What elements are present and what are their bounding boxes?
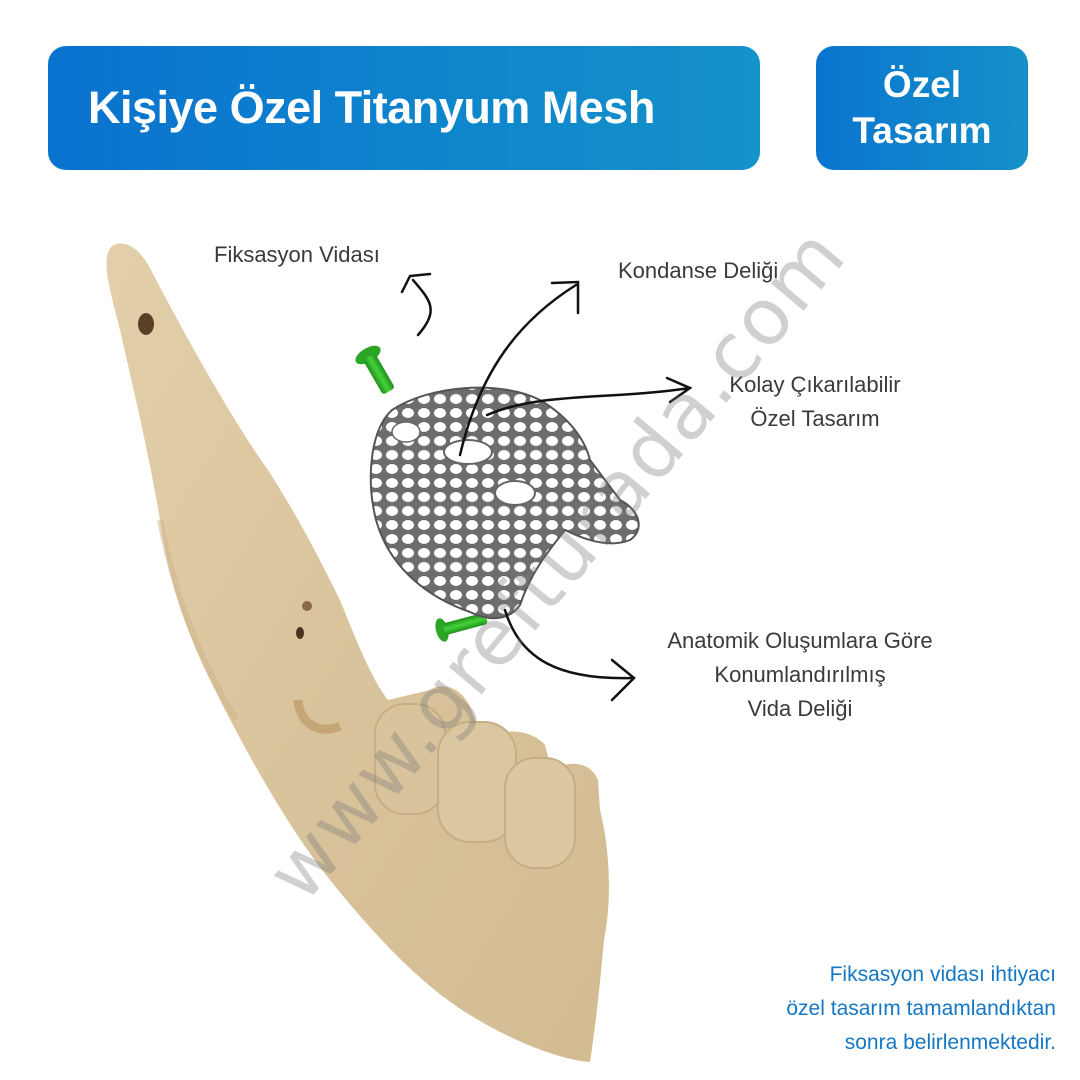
- jaw-bone-model: [106, 243, 609, 1063]
- page-title: Kişiye Özel Titanyum Mesh: [88, 82, 655, 133]
- callout-arrows: [400, 272, 693, 702]
- note-line-1: Fiksasyon vidası ihtiyacı: [829, 963, 1056, 986]
- badge-line-2: Tasarım: [852, 110, 992, 151]
- fixation-note: Fiksasyon vidası ihtiyacı özel tasarım t…: [786, 958, 1056, 1060]
- custom-design-badge: Özel Tasarım: [816, 46, 1028, 170]
- title-banner: Kişiye Özel Titanyum Mesh: [48, 46, 760, 170]
- label-easy-removable-line-1: Kolay Çıkarılabilir: [729, 372, 901, 397]
- label-easy-removable: Kolay Çıkarılabilir Özel Tasarım: [700, 368, 930, 436]
- note-line-2: özel tasarım tamamlandıktan: [786, 997, 1056, 1020]
- fixation-screw-bottom-icon: [435, 612, 488, 642]
- arrow-removable-icon: [485, 386, 692, 417]
- label-anatomic-screw-hole: Anatomik Oluşumlara Göre Konumlandırılmı…: [630, 624, 970, 726]
- badge-line-1: Özel: [882, 64, 962, 105]
- label-anatomic-line-1: Anatomik Oluşumlara Göre: [667, 628, 933, 653]
- bone-hole-icon: [138, 313, 154, 335]
- label-anatomic-line-3: Vida Deliği: [747, 696, 853, 721]
- note-line-3: sonra belirlenmektedir.: [844, 1031, 1056, 1054]
- arrow-anatomic-icon: [503, 608, 634, 680]
- fixation-screw-top-icon: [355, 345, 394, 394]
- label-condense-hole: Kondanse Deliği: [618, 258, 779, 283]
- titanium-mesh-icon: [369, 386, 640, 620]
- label-anatomic-line-2: Konumlandırılmış: [714, 662, 886, 687]
- label-fixation-screw: Fiksasyon Vidası: [214, 242, 380, 267]
- arrow-fixation-icon: [411, 278, 432, 337]
- label-easy-removable-line-2: Özel Tasarım: [750, 406, 880, 431]
- arrow-condense-icon: [458, 283, 578, 457]
